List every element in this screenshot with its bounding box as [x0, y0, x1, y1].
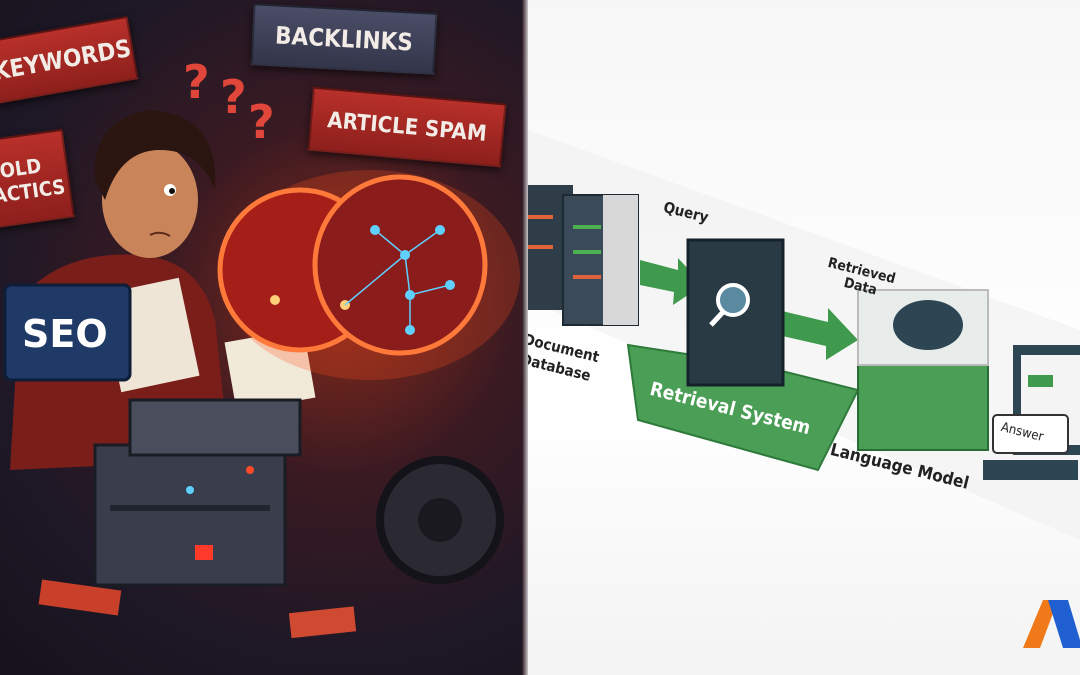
rag-diagram-art — [528, 130, 1080, 648]
sign-backlinks: BACKLINKS — [250, 3, 438, 75]
document-database-server-icon — [528, 185, 639, 326]
sign-old-tactics: OLD TACTICS — [0, 128, 75, 231]
brand-logo — [1023, 600, 1080, 648]
seo-binder — [3, 283, 132, 382]
retrieved-data-arrow — [778, 308, 858, 360]
sign-article-spam-text: ARTICLE SPAM — [326, 107, 488, 147]
magnifier-icon — [716, 283, 750, 317]
sign-backlinks-text: BACKLINKS — [274, 21, 414, 57]
sign-keywords-text: KEYWORDS — [0, 34, 134, 86]
question-mark: ? — [220, 70, 247, 124]
language-model-icon — [857, 289, 989, 451]
answer-bubble — [992, 414, 1069, 454]
monitor-icon — [983, 345, 1080, 480]
panel-divider — [522, 0, 530, 675]
seo-scene-art — [3, 110, 520, 639]
retrieval-server-icon — [686, 238, 785, 387]
question-mark: ? — [183, 55, 210, 109]
seo-illustration-panel: KEYWORDS BACKLINKS ARTICLE SPAM OLD TACT… — [0, 0, 528, 675]
brain-icon — [893, 300, 963, 350]
server-machine — [38, 398, 504, 639]
rag-diagram-panel: Query Retrieved Data Document Database R… — [528, 0, 1080, 675]
question-mark: ? — [248, 95, 275, 149]
seo-binder-label: SEO — [22, 312, 108, 356]
glowing-brain-icon — [217, 170, 520, 380]
